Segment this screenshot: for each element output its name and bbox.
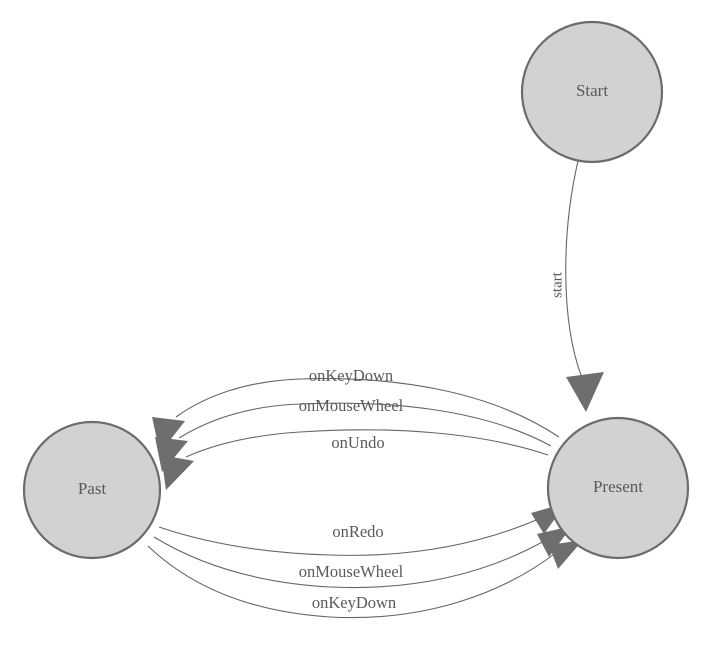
edge-label-past-to-present-onmousewheel: onMouseWheel [299, 562, 404, 581]
edge-present-to-past-onundo[interactable]: onUndo [161, 429, 549, 490]
edge-label-past-to-present-onkeydown: onKeyDown [312, 593, 396, 612]
node-present[interactable]: Present [546, 416, 690, 560]
edge-past-to-present-onkeydown[interactable]: onKeyDown [147, 540, 583, 619]
edge-present-to-past-onundo-path [185, 429, 549, 458]
edge-start-to-present-arrowhead [566, 372, 604, 412]
edge-present-to-past-onundo-arrowhead [161, 455, 194, 490]
edge-start-to-present-path [565, 160, 583, 379]
node-past[interactable]: Past [22, 420, 162, 560]
edge-label-present-to-past-onkeydown: onKeyDown [309, 366, 393, 385]
edge-past-to-present-onkeydown-arrowhead [549, 540, 583, 569]
node-past-label: Past [78, 479, 107, 498]
node-present-circle [546, 416, 690, 560]
node-present-label: Present [593, 477, 643, 496]
edge-start-to-present[interactable]: start [549, 160, 604, 412]
node-start-label: Start [576, 81, 608, 100]
edge-present-to-past-onkeydown-path [175, 378, 560, 438]
edge-past-to-present-onmousewheel-arrowhead [537, 526, 572, 557]
edge-label-present-to-past-onmousewheel: onMouseWheel [299, 396, 404, 415]
edge-label-start: start [549, 271, 565, 298]
edge-past-to-present-onmousewheel[interactable]: onMouseWheel [153, 526, 572, 589]
node-start[interactable]: Start [520, 20, 664, 164]
edge-present-to-past-onmousewheel-path [178, 402, 552, 447]
edge-past-to-present-onredo-path [158, 517, 542, 556]
node-start-circle [520, 20, 664, 164]
edge-label-past-to-present-onredo: onRedo [332, 522, 383, 541]
edge-past-to-present-onkeydown-path [147, 545, 558, 619]
edge-past-to-present-onmousewheel-path [153, 536, 547, 589]
node-past-circle [22, 420, 162, 560]
edge-label-present-to-past-onundo: onUndo [331, 433, 384, 452]
edge-past-to-present-onredo[interactable]: onRedo [158, 503, 566, 556]
